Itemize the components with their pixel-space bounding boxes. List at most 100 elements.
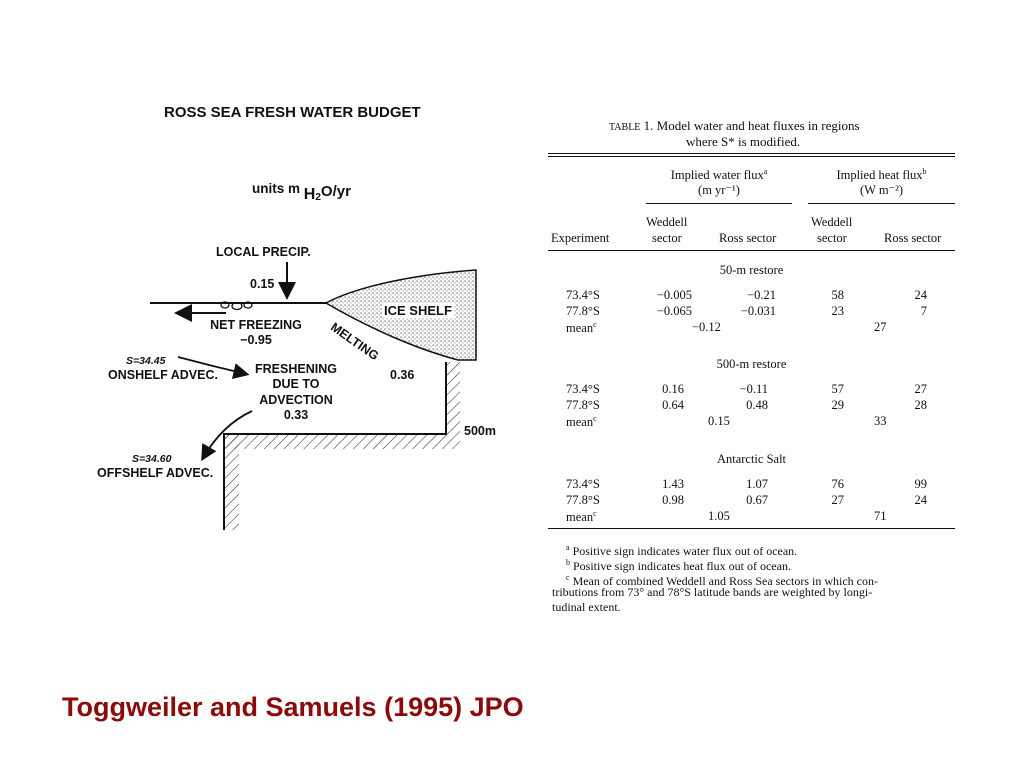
row-weddell-heat: 58 (831, 288, 845, 302)
depth-label: 500m (464, 424, 496, 438)
row-weddell-heat: 29 (831, 398, 845, 412)
row-ross-heat: 7 (920, 304, 927, 318)
col-weddell-heat-line-1: Weddell (811, 215, 853, 229)
header-water-units: (m yr⁻¹) (698, 183, 740, 197)
local-precip-value: 0.15 (250, 277, 275, 291)
section-title: 50-m restore (719, 263, 784, 277)
footnote-c-line-2: tributions from 73° and 78°S latitude ba… (552, 585, 873, 599)
table-caption-text: 1. Model water and heat fluxes in region… (643, 118, 860, 133)
row-weddell-water: 1.43 (662, 477, 684, 491)
row-weddell-water: 0.16 (662, 382, 684, 396)
row-ross-heat: 27 (914, 382, 928, 396)
header-rule-water (646, 203, 792, 204)
ice-crystal-icon (220, 301, 253, 311)
mean-water: 0.15 (708, 414, 730, 428)
col-weddell-water-line-1: Weddell (646, 215, 688, 229)
row-lat: 77.8°S (566, 493, 600, 507)
table-caption-prefix: Table (609, 122, 641, 133)
mean-label: meanc (566, 320, 597, 336)
footnote-text: Positive sign indicates heat flux out of… (573, 559, 791, 573)
col-weddell-heat-line-2: sector (817, 231, 847, 245)
onshelf-advection-label: ONSHELF ADVEC. (108, 368, 218, 382)
table-rule-top (548, 153, 955, 154)
net-freezing-label: NET FREEZING (210, 318, 302, 332)
onshelf-advection-arrow (177, 356, 250, 379)
row-weddell-water: −0.065 (656, 304, 692, 318)
header-heat-units: (W m⁻²) (859, 183, 904, 197)
row-ross-water: −0.031 (740, 304, 776, 318)
offshelf-advection-label: OFFSHELF ADVEC. (97, 466, 214, 480)
net-freezing-value: −0.95 (240, 333, 272, 347)
section-title: 500-m restore (716, 357, 787, 371)
row-weddell-heat: 76 (831, 477, 845, 491)
mean-label-text: mean (566, 415, 594, 430)
offshelf-advection-arrow (201, 410, 253, 462)
row-lat: 77.8°S (566, 398, 600, 412)
row-lat: 73.4°S (566, 477, 600, 491)
continent-wall-hatching (446, 362, 460, 449)
mean-heat: 27 (874, 320, 887, 334)
row-ross-water: 0.67 (746, 493, 768, 507)
diagram-title: ROSS SEA FRESH WATER BUDGET (164, 104, 421, 121)
footnote-mark: a (566, 543, 570, 552)
freshening-line-3: ADVECTION (259, 393, 333, 407)
mean-mark: c (593, 509, 597, 518)
freshening-line-1: FRESHENING (255, 362, 337, 376)
footnote-text: Mean of combined Weddell and Ross Sea se… (572, 574, 878, 588)
footnote-c: c Mean of combined Weddell and Ross Sea … (566, 570, 878, 589)
mean-mark: c (593, 320, 597, 329)
mean-label-text: mean (566, 510, 594, 525)
row-weddell-heat: 57 (831, 382, 845, 396)
row-weddell-water: 0.98 (662, 493, 684, 507)
col-weddell-water-line-2: sector (652, 231, 682, 245)
header-rule-heat (808, 203, 955, 204)
local-precip-label: LOCAL PRECIP. (216, 245, 311, 259)
row-weddell-heat: 23 (831, 304, 845, 318)
row-ross-heat: 28 (914, 398, 928, 412)
row-ross-water: 0.48 (746, 398, 768, 412)
ice-shelf-label: ICE SHELF (382, 303, 454, 318)
col-ross-heat: Ross sector (884, 231, 942, 245)
row-lat: 77.8°S (566, 304, 600, 318)
freshening-line-2: DUE TO (272, 377, 320, 391)
table-caption-line-2: where S* is modified. (686, 134, 801, 149)
mean-mark: c (593, 414, 597, 423)
table-rule-top-2 (548, 156, 955, 157)
col-experiment: Experiment (551, 231, 610, 245)
row-ross-water: −0.11 (739, 382, 768, 396)
row-ross-heat: 99 (914, 477, 928, 491)
onshelf-salinity: S=34.45 (126, 355, 166, 367)
units-label: units m H2O/yr (252, 180, 351, 203)
offshelf-salinity: S=34.60 (132, 453, 172, 465)
header-water-flux-text: Implied water flux (670, 168, 764, 183)
header-rule-bottom (548, 250, 955, 251)
header-water-flux-mark: a (763, 167, 768, 176)
mean-water: −0.12 (692, 320, 721, 334)
units-subscript: 2 (315, 191, 321, 203)
row-weddell-water: −0.005 (656, 288, 692, 302)
footnote-b: b Positive sign indicates heat flux out … (566, 555, 791, 574)
shelf-floor-line (223, 362, 447, 530)
row-ross-heat: 24 (914, 288, 928, 302)
footnote-mark: b (566, 558, 570, 567)
freshening-value: 0.33 (283, 408, 309, 422)
row-ross-water: −0.21 (747, 288, 776, 302)
units-suffix: O/yr (320, 183, 351, 200)
header-heat-flux: Implied heat fluxb (808, 167, 955, 183)
header-heat-flux-mark: b (922, 167, 927, 176)
melting-value: 0.36 (390, 368, 415, 382)
footnote-a: a Positive sign indicates water flux out… (566, 540, 797, 559)
slope-hatching (224, 434, 239, 530)
units-h: H (303, 186, 316, 203)
mean-heat: 33 (874, 414, 887, 428)
shelf-floor-hatching (224, 434, 446, 449)
row-weddell-water: 0.64 (662, 398, 684, 412)
footnote-c-line-3: tudinal extent. (552, 600, 621, 614)
header-water-flux: Implied water fluxa (646, 167, 792, 183)
header-heat-flux-text: Implied heat flux (836, 168, 923, 183)
section-title: Antarctic Salt (716, 452, 787, 466)
footnote-text: Positive sign indicates water flux out o… (572, 544, 798, 558)
table-rule-bottom (548, 528, 955, 529)
footnote-mark: c (566, 573, 570, 582)
